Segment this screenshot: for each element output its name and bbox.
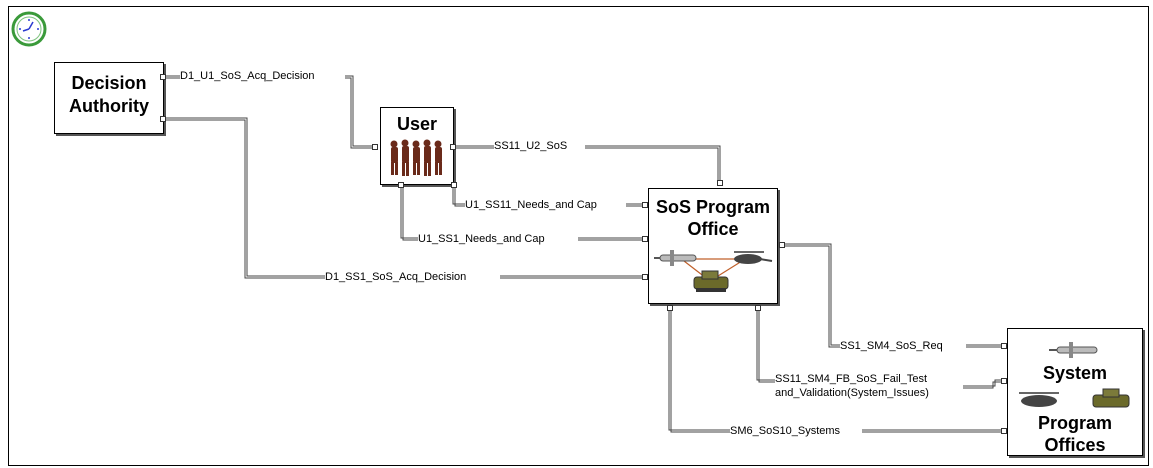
connector-u1-ss11[interactable] <box>452 188 643 207</box>
connector-d1-ss1[interactable] <box>163 117 643 279</box>
connector-ss11-u2[interactable] <box>452 145 721 180</box>
label-u1-ss1: U1_SS1_Needs_and Cap <box>418 233 545 246</box>
tank-icon <box>1092 388 1130 408</box>
port <box>779 242 785 248</box>
port <box>667 305 673 311</box>
node-decision-authority-title-line1: Decision <box>71 73 147 93</box>
node-system-program-offices-title-line3: Offices <box>1044 435 1106 455</box>
label-d1-u1: D1_U1_SoS_Acq_Decision <box>180 70 315 83</box>
soldiers-icon <box>390 139 442 176</box>
label-ss11-sm4-line1: SS11_SM4_FB_SoS_Fail_Test <box>775 373 928 386</box>
port <box>1001 378 1007 384</box>
connector-u1-ss1[interactable] <box>400 188 643 241</box>
helicopter-icon <box>734 251 773 264</box>
port <box>642 236 648 242</box>
node-sos-program-office-title-line2: Office <box>687 219 739 239</box>
label-sm6-sos10: SM6_SoS10_Systems <box>730 425 841 438</box>
uav-icon <box>654 250 697 266</box>
port <box>372 144 378 150</box>
helicopter-icon <box>1019 392 1059 407</box>
node-user[interactable]: User <box>380 107 454 185</box>
port <box>642 274 648 280</box>
node-system-program-offices[interactable]: System Program Offices <box>1007 328 1143 456</box>
node-user-title: User <box>396 114 438 134</box>
connector-ss1-sm4[interactable] <box>781 243 1003 348</box>
port <box>755 305 761 311</box>
uav-icon <box>1049 342 1098 358</box>
node-system-program-offices-title-line1: System <box>1042 363 1108 383</box>
port <box>160 74 166 80</box>
label-u1-ss11: U1_SS11_Needs_and Cap <box>465 199 597 212</box>
system-vehicles-icon <box>1019 342 1130 408</box>
port <box>642 202 648 208</box>
port <box>160 116 166 122</box>
node-sos-program-office[interactable]: SoS Program Office <box>648 188 778 304</box>
label-ss11-sm4-line2: and_Validation(System_Issues) <box>775 387 929 400</box>
label-ss11-u2: SS11_U2_SoS <box>494 140 568 153</box>
port <box>450 144 456 150</box>
node-sos-program-office-title-line1: SoS Program <box>655 197 771 217</box>
port <box>717 180 723 186</box>
port <box>451 182 457 188</box>
connector-sm6-sos10[interactable] <box>668 307 1003 433</box>
connector-d1-u1[interactable] <box>163 75 373 149</box>
vehicles-network-icon <box>654 250 773 292</box>
port <box>398 182 404 188</box>
port <box>1001 343 1007 349</box>
port <box>1001 428 1007 434</box>
connector-ss11-sm4[interactable] <box>756 307 1003 389</box>
node-decision-authority-title-line2: Authority <box>69 96 149 116</box>
node-decision-authority[interactable]: Decision Authority <box>54 62 164 134</box>
node-system-program-offices-title-line2: Program <box>1037 413 1113 433</box>
label-ss1-sm4: SS1_SM4_SoS_Req <box>840 340 943 353</box>
tank-icon <box>693 270 729 292</box>
label-d1-ss1: D1_SS1_SoS_Acq_Decision <box>325 271 467 284</box>
clock-icon <box>11 11 47 47</box>
